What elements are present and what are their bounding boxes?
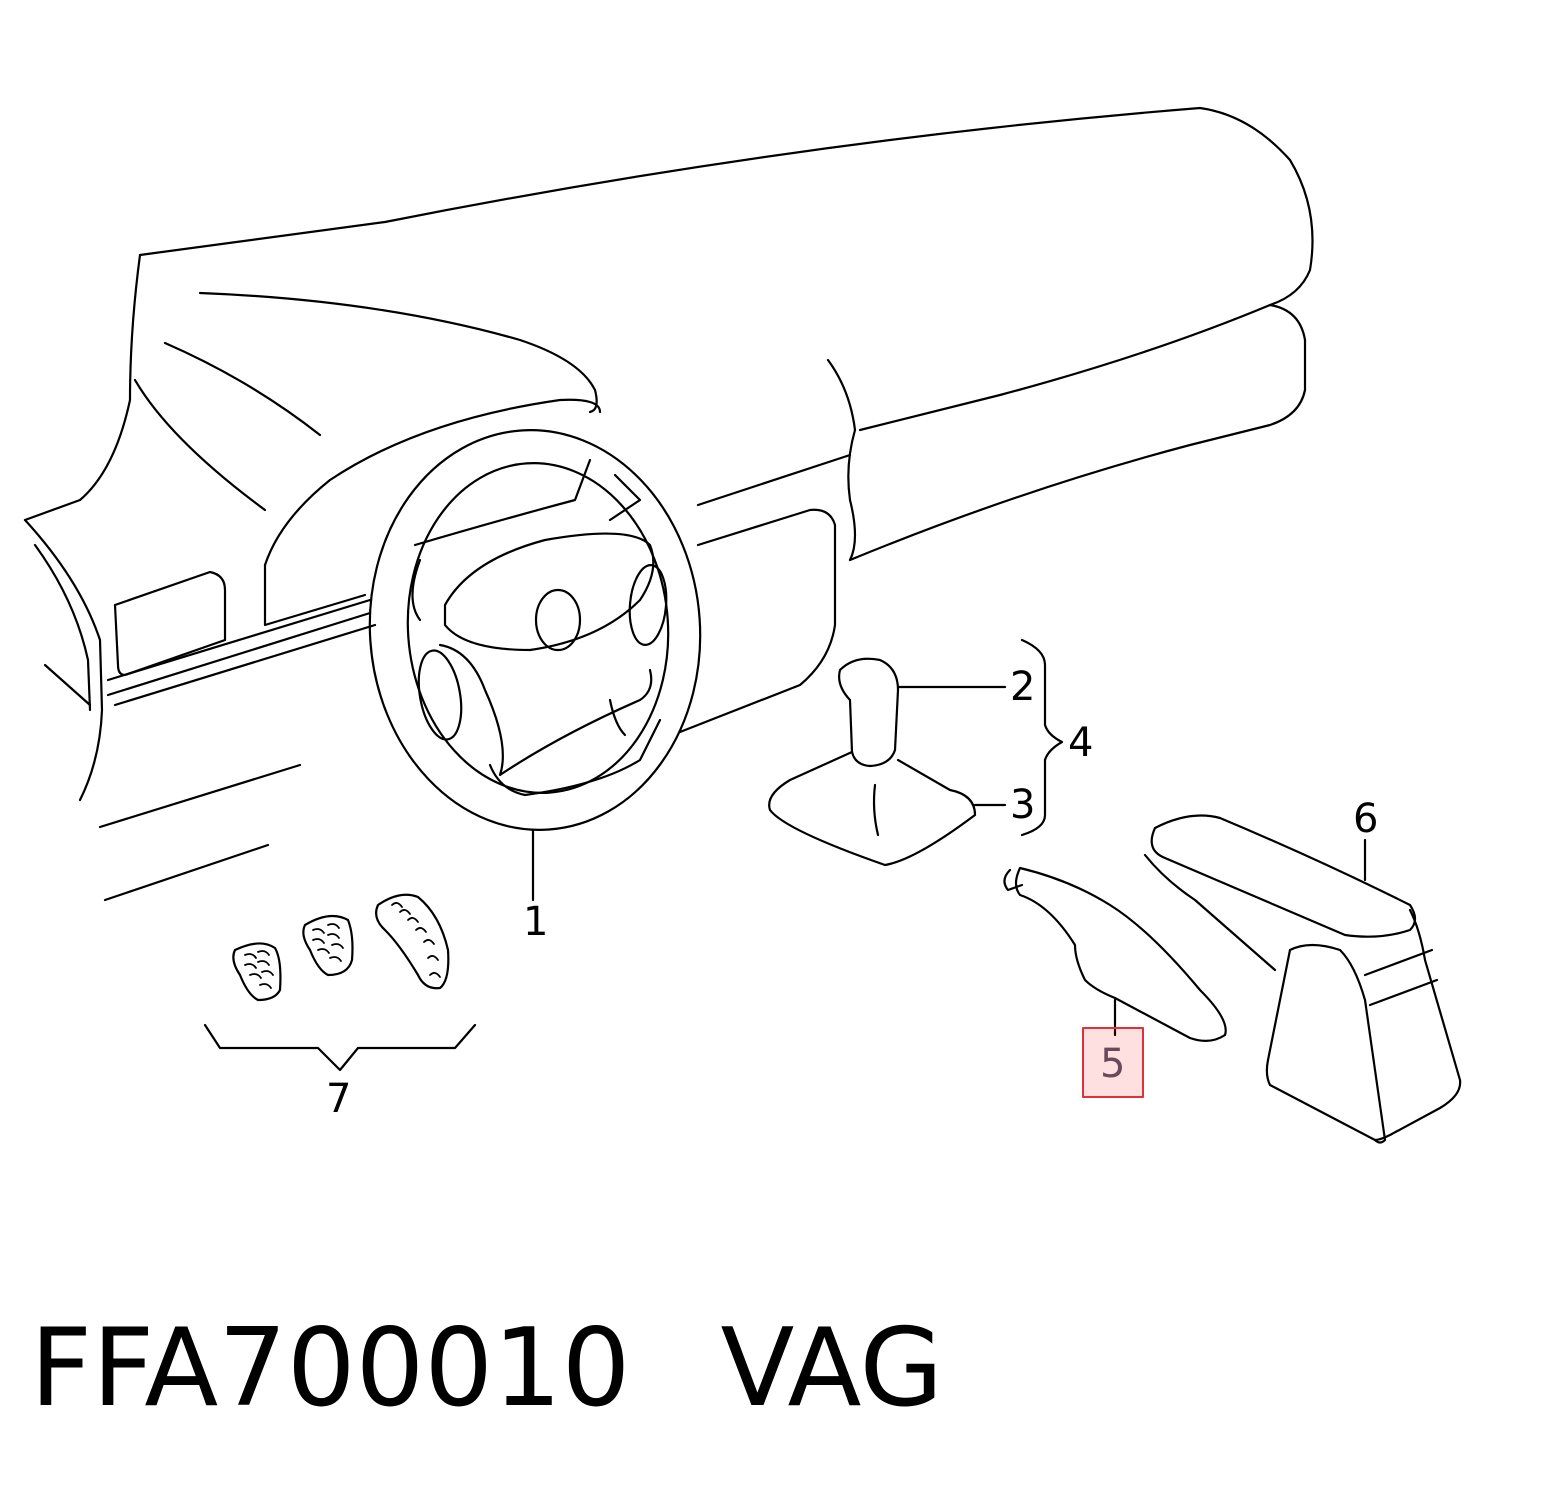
callout-5[interactable]: 5 — [1100, 1041, 1125, 1087]
callout-7: 7 — [326, 1076, 351, 1122]
callout-4: 4 — [1068, 720, 1093, 766]
leader-lines — [531, 638, 1367, 1037]
callout-6: 6 — [1353, 796, 1378, 842]
part-number: FFA700010 — [30, 1306, 631, 1431]
steering-wheel-drawing — [368, 429, 702, 831]
dashboard-drawing — [23, 106, 1314, 902]
callout-5-highlight-box — [1082, 1027, 1144, 1098]
gear-shift-drawing — [768, 657, 977, 867]
brand-label: VAG — [720, 1306, 944, 1431]
callout-1: 1 — [523, 899, 548, 945]
pedals-drawing — [203, 893, 477, 1072]
callout-3: 3 — [1010, 782, 1035, 828]
callout-2: 2 — [1010, 664, 1035, 710]
armrest-drawing — [1143, 814, 1462, 1144]
handbrake-drawing — [1003, 866, 1227, 1042]
